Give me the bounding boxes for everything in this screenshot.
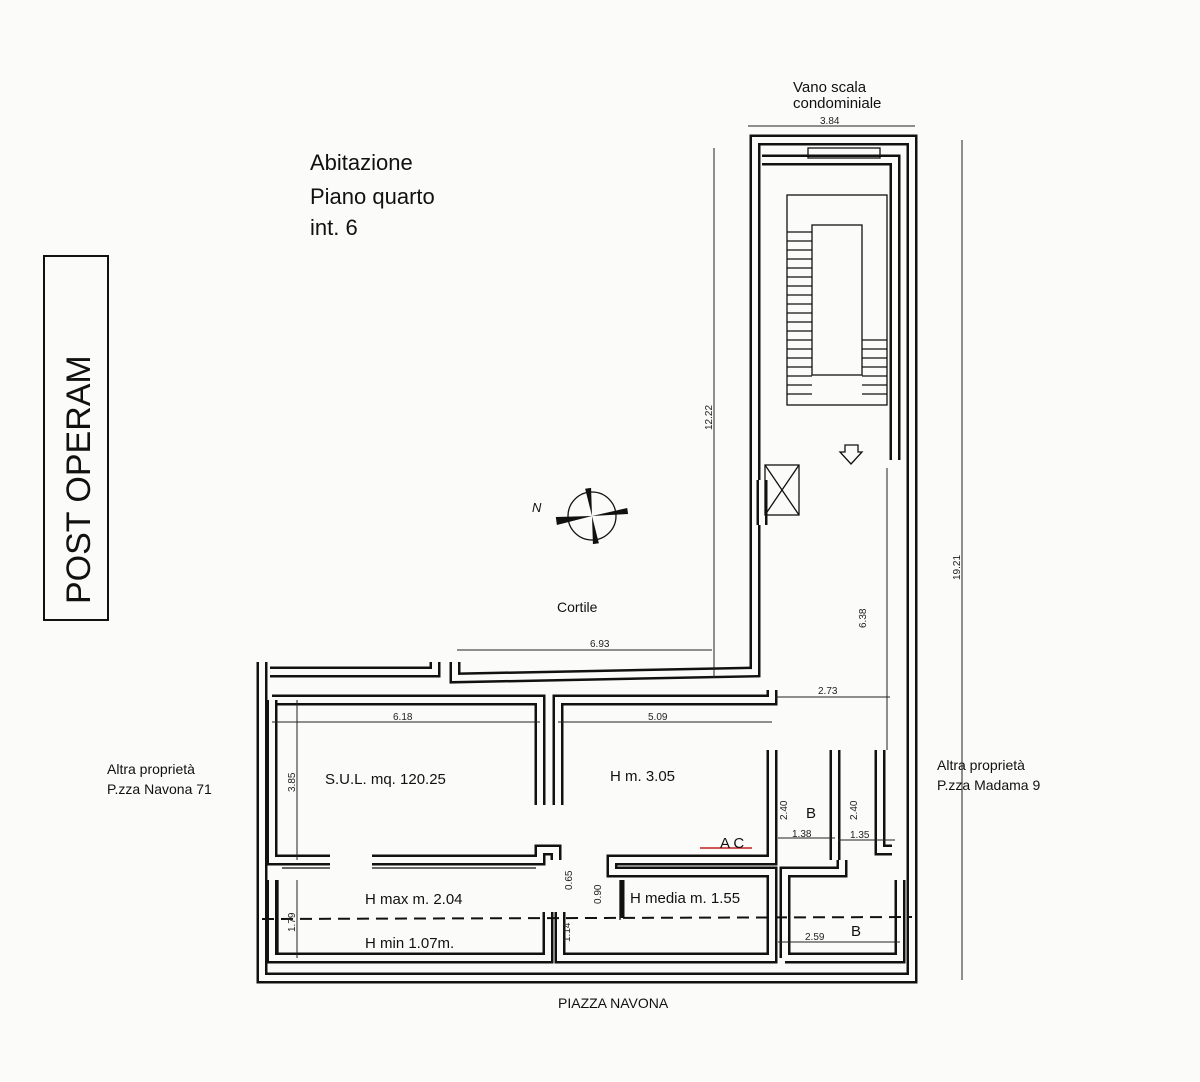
dim-lower-h: 1.79 [287, 912, 298, 932]
dim-corridor-width: 2.73 [818, 686, 838, 697]
stair-label-1: Vano scala [793, 79, 867, 96]
bath2-label: B [851, 923, 861, 940]
stamp-text: POST OPERAM [60, 355, 98, 604]
dimension-lines [272, 125, 963, 980]
stair-label-2: condominiale [793, 95, 881, 112]
title-line-1: Abitazione [310, 150, 413, 175]
north-compass-icon: N [532, 487, 629, 545]
h-max-label: H max m. 2.04 [365, 891, 463, 908]
h-min-label: H min 1.07m. [365, 935, 454, 952]
compass-n: N [532, 500, 542, 515]
title-line-3: int. 6 [310, 215, 358, 240]
dim-065: 0.65 [564, 870, 575, 890]
dimension-labels: 3.84 12.22 19.21 6.93 6.38 2.73 6.18 5.0… [287, 116, 963, 943]
street-label: PIAZZA NAVONA [558, 995, 669, 1011]
neighbor-right-2: P.zza Madama 9 [937, 777, 1040, 793]
dim-total-height: 19.21 [952, 555, 963, 580]
title-line-2: Piano quarto [310, 184, 435, 209]
neighbor-right-1: Altra proprietà [937, 757, 1025, 773]
bath1-label: B [806, 805, 816, 822]
dim-bath1-w: 1.38 [792, 829, 812, 840]
dim-room1-depth: 3.85 [287, 772, 298, 792]
dim-bath3-w: 2.59 [805, 932, 825, 943]
dim-bath2-h: 2.40 [849, 800, 860, 820]
height-label: H m. 3.05 [610, 768, 675, 785]
ac-label: A C [720, 835, 744, 852]
dim-bath1-h: 2.40 [779, 800, 790, 820]
staircase [764, 147, 888, 516]
dim-bath2-w: 1.35 [850, 830, 870, 841]
h-media-label: H media m. 1.55 [630, 890, 740, 907]
dim-room2-width: 5.09 [648, 712, 668, 723]
courtyard-label: Cortile [557, 599, 598, 615]
neighbor-left-2: P.zza Navona 71 [107, 781, 212, 797]
dim-courtyard-width: 6.93 [590, 639, 610, 650]
dim-090: 0.90 [593, 884, 604, 904]
dim-tower-height: 12.22 [704, 405, 715, 430]
dim-stair-width: 3.84 [820, 116, 840, 127]
post-operam-stamp: POST OPERAM [43, 255, 109, 621]
neighbor-left-1: Altra proprietà [107, 761, 195, 777]
dim-corridor-height: 6.38 [858, 608, 869, 628]
dim-114: 1.14 [562, 922, 573, 942]
sul-label: S.U.L. mq. 120.25 [325, 771, 446, 788]
walls [256, 134, 918, 984]
dim-room1-width: 6.18 [393, 712, 413, 723]
